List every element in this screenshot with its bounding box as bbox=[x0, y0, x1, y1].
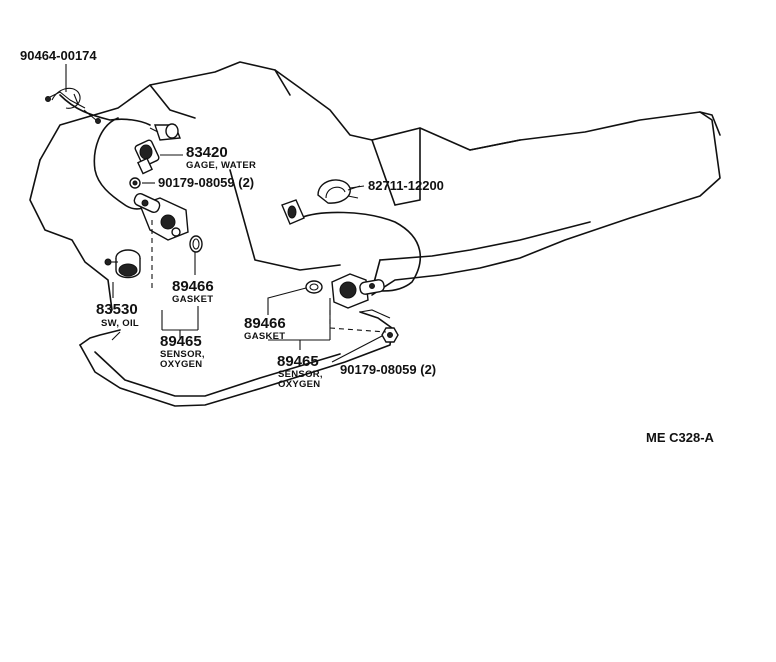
harness-clamp-part bbox=[45, 87, 101, 124]
wiring-harness bbox=[47, 91, 422, 292]
label-sensor-left-name-line2: OXYGEN bbox=[160, 359, 202, 370]
label-clamp-top: 90464-00174 bbox=[20, 48, 97, 63]
leader-lines bbox=[65, 64, 387, 363]
engine-block-outline bbox=[29, 61, 721, 311]
sensor-connector-part bbox=[281, 199, 305, 225]
label-clamp-right: 82711-12200 bbox=[368, 178, 444, 193]
harness-clamp-right-part bbox=[317, 179, 361, 204]
oil-switch-part bbox=[104, 249, 141, 279]
gasket-right-part bbox=[305, 280, 323, 294]
label-sensor-right-name-line2: OXYGEN bbox=[278, 379, 320, 390]
label-gasket-left-number: 89466 bbox=[172, 278, 214, 295]
label-gasket-left-name: GASKET bbox=[172, 294, 213, 305]
oil-pan-outline bbox=[79, 309, 393, 407]
nut-top-part bbox=[129, 177, 141, 189]
nut-bottom-part bbox=[381, 327, 399, 343]
label-sensor-left-number: 89465 bbox=[160, 333, 202, 350]
label-oil-switch-number: 83530 bbox=[96, 301, 138, 318]
label-sensor-left-name-line1: SENSOR, bbox=[160, 349, 205, 360]
water-gage-sensor-part bbox=[134, 123, 181, 175]
label-gage-water-name: GAGE, WATER bbox=[186, 160, 256, 171]
label-nut-bottom: 90179-08059 (2) bbox=[340, 362, 436, 377]
label-gasket-right-number: 89466 bbox=[244, 315, 286, 332]
label-oil-switch-name: SW, OIL bbox=[101, 318, 139, 329]
label-nut-top: 90179-08059 (2) bbox=[158, 175, 254, 190]
label-gage-water-number: 83420 bbox=[186, 144, 228, 161]
oxygen-sensor-right-part bbox=[331, 273, 385, 309]
label-sensor-right-name-line1: SENSOR, bbox=[278, 369, 323, 380]
gasket-left-part bbox=[189, 235, 203, 253]
label-sensor-right-number: 89465 bbox=[277, 353, 319, 370]
label-gasket-right-name: GASKET bbox=[244, 331, 285, 342]
oxygen-sensor-left-part bbox=[133, 193, 189, 241]
label-drawing-code: ME C328-A bbox=[646, 430, 715, 445]
